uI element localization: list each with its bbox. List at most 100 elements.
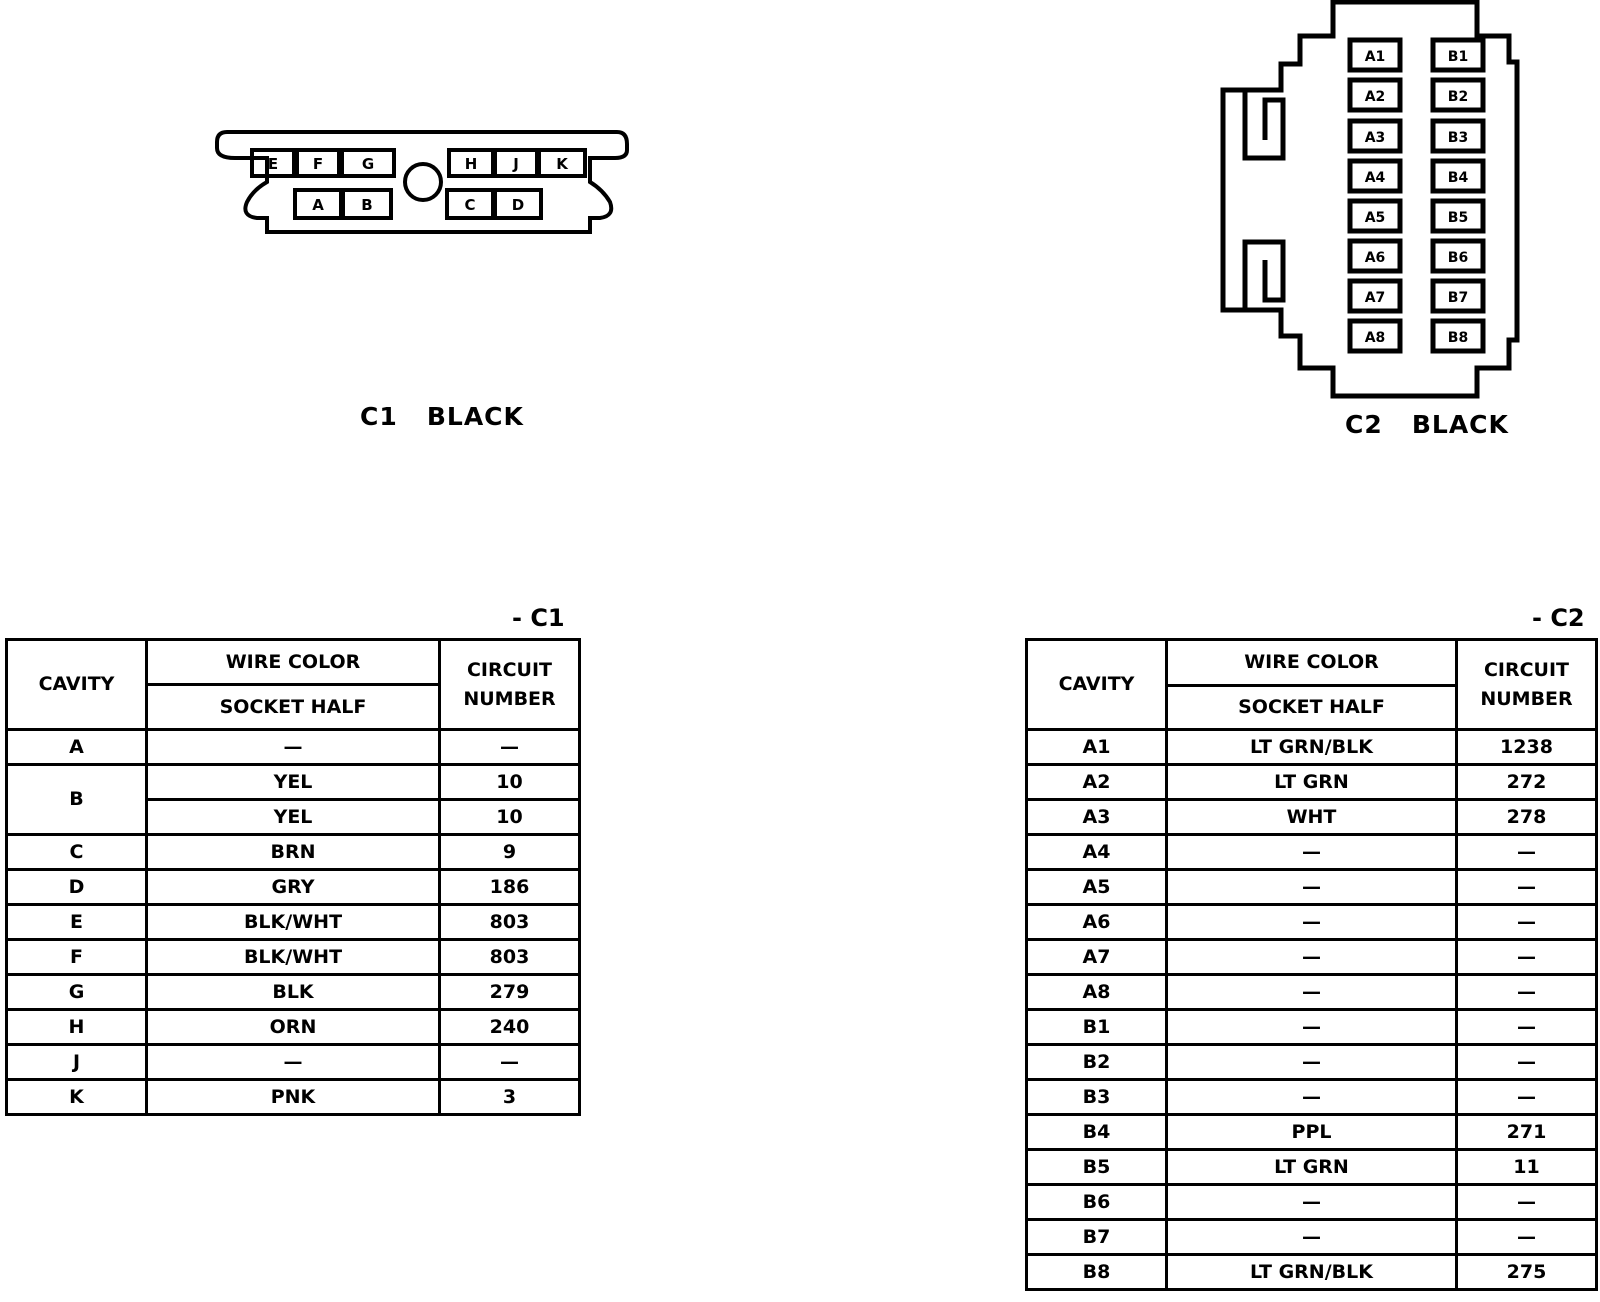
wire-color-cell: — [1165, 1043, 1458, 1081]
c2-cavity-a3 [1347, 118, 1403, 154]
circuit-cell: — [1455, 903, 1598, 941]
circuit-cell: — [1455, 1078, 1598, 1116]
cavity-cell: J [5, 1043, 148, 1081]
c1-label-a: A [312, 196, 324, 214]
table-row: C BRN 9 [5, 833, 581, 871]
wire-color-cell: BLK [145, 973, 441, 1011]
circuit-cell: — [1455, 833, 1598, 871]
c1-pinout-table: CAVITY WIRE COLOR CIRCUIT NUMBER SOCKET … [5, 638, 581, 1116]
cavity-cell: K [5, 1078, 148, 1116]
circuit-cell: 1238 [1455, 728, 1598, 766]
table-row: B7 — — [1025, 1218, 1598, 1256]
c1-cavity-g [340, 148, 396, 178]
circuit-cell: 10 [438, 763, 581, 801]
table-row: A1 LT GRN/BLK 1238 [1025, 728, 1598, 766]
wire-color-cell: — [1165, 868, 1458, 906]
cavity-cell: A4 [1025, 833, 1168, 871]
wire-color-cell: BRN [145, 833, 441, 871]
circuit-cell: — [1455, 973, 1598, 1011]
table-row: A5 — — [1025, 868, 1598, 906]
wire-color-cell: — [1165, 938, 1458, 976]
wire-color-cell: LT GRN/BLK [1165, 728, 1458, 766]
table-row: YEL 10 [7, 798, 581, 836]
c1-label-b: B [361, 196, 372, 214]
circuit-cell: 9 [438, 833, 581, 871]
c2-table-tag: - C2 [1532, 604, 1585, 632]
cavity-cell: A6 [1025, 903, 1168, 941]
wire-color-cell: — [1165, 1183, 1458, 1221]
c1-header-circuit-line2: NUMBER [463, 687, 556, 710]
wire-color-cell: — [1165, 1218, 1458, 1256]
cavity-cell: B3 [1025, 1078, 1168, 1116]
c2-label-b2: B2 [1448, 89, 1468, 105]
cavity-cell: D [5, 868, 148, 906]
c2-cavity-b5 [1430, 198, 1486, 234]
table-row: A8 — — [1025, 973, 1598, 1011]
wire-color-cell: BLK/WHT [145, 938, 441, 976]
c2-cavity-b6 [1430, 238, 1486, 274]
wire-color-cell: — [1165, 833, 1458, 871]
c2-cavity-b1 [1430, 37, 1486, 73]
c2-header-socket-half: SOCKET HALF [1165, 684, 1458, 731]
c2-label-a2: A2 [1365, 89, 1386, 105]
c1-bottom-cavities: A B C D [293, 188, 543, 220]
circuit-cell: — [1455, 938, 1598, 976]
c2-label-a8: A8 [1365, 330, 1386, 346]
cavity-cell: B8 [1025, 1253, 1168, 1291]
c2-cavity-b4 [1430, 158, 1486, 194]
table-row: A — — [5, 728, 581, 766]
c2-label-a5: A5 [1365, 210, 1386, 226]
table-row: B4 PPL 271 [1025, 1113, 1598, 1151]
circuit-cell: — [1455, 868, 1598, 906]
c2-label-b5: B5 [1448, 210, 1468, 226]
cavity-cell: E [5, 903, 148, 941]
cavity-cell: B6 [1025, 1183, 1168, 1221]
c2-label-a7: A7 [1365, 290, 1386, 306]
wire-color-cell: ORN [145, 1008, 441, 1046]
c2-b-column: B1 B2 B3 B4 B5 B6 B7 B8 [1430, 37, 1486, 354]
wire-color-cell: — [1165, 973, 1458, 1011]
c2-cavity-b7 [1430, 278, 1486, 314]
table-row: B5 LT GRN 11 [1025, 1148, 1598, 1186]
c1-header-circuit-line1: CIRCUIT [466, 658, 553, 681]
table-row: J — — [5, 1043, 581, 1081]
table-row: B1 — — [1025, 1008, 1598, 1046]
c2-label-b4: B4 [1448, 170, 1469, 186]
c1-label-j: J [512, 155, 519, 173]
c1-header-cavity: CAVITY [5, 638, 148, 731]
c2-header-circuit-line1: CIRCUIT [1483, 658, 1570, 681]
c2-cavity-a2 [1347, 77, 1403, 113]
table-row: B8 LT GRN/BLK 275 [1025, 1253, 1598, 1291]
circuit-cell: 803 [438, 903, 581, 941]
table-row: D GRY 186 [5, 868, 581, 906]
wire-color-cell: PNK [145, 1078, 441, 1116]
c2-cavity-b3 [1430, 118, 1486, 154]
table-row: E BLK/WHT 803 [5, 903, 581, 941]
c1-top-cavities: E F G H J K [250, 148, 587, 178]
c1-cavity-k [537, 148, 587, 178]
cavity-cell: B [5, 763, 148, 836]
c2-cavity-a7 [1347, 278, 1403, 314]
table-row: B6 — — [1025, 1183, 1598, 1221]
circuit-cell: 10 [438, 798, 581, 836]
cavity-cell: B2 [1025, 1043, 1168, 1081]
circuit-cell: — [1455, 1008, 1598, 1046]
wire-color-cell: — [145, 728, 441, 766]
c2-label-a3: A3 [1365, 130, 1386, 146]
c1-header-socket-half: SOCKET HALF [145, 683, 441, 731]
circuit-cell: — [1455, 1218, 1598, 1256]
circuit-cell: 11 [1455, 1148, 1598, 1186]
circuit-cell: 3 [438, 1078, 581, 1116]
c2-label-a6: A6 [1365, 250, 1386, 266]
wire-color-cell: PPL [1165, 1113, 1458, 1151]
c1-connector-title: C1 BLACK [360, 402, 524, 431]
circuit-cell: 278 [1455, 798, 1598, 836]
table-row: A7 — — [1025, 938, 1598, 976]
cavity-cell: B4 [1025, 1113, 1168, 1151]
wire-color-cell: LT GRN [1165, 1148, 1458, 1186]
c2-label-b7: B7 [1448, 290, 1468, 306]
c2-label-b1: B1 [1448, 49, 1468, 65]
table-row: A4 — — [1025, 833, 1598, 871]
c2-label-b6: B6 [1448, 250, 1468, 266]
c2-header-cavity: CAVITY [1025, 638, 1168, 731]
